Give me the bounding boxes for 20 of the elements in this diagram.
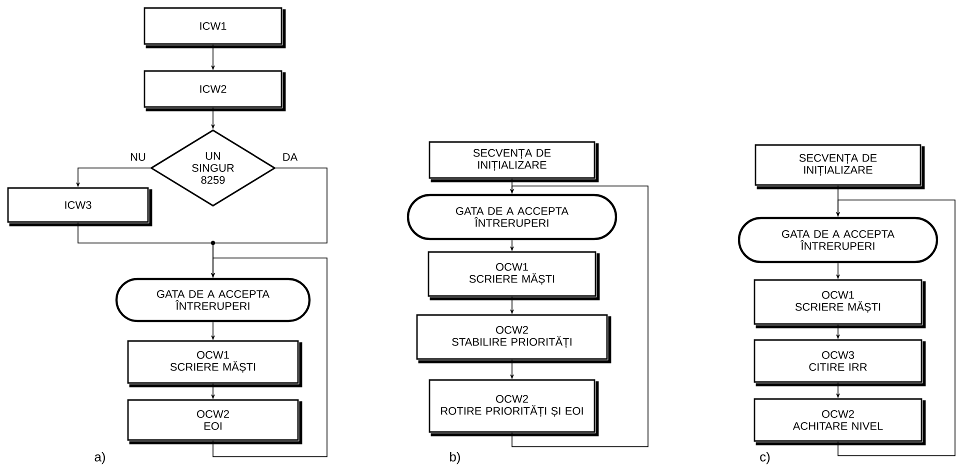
panel-label: a) — [94, 452, 105, 464]
terminal-box: GATA DE A ACCEPTA ÎNTRERUPERI — [406, 194, 618, 240]
process-box: OCW2 EOI — [127, 399, 302, 444]
process-box: ICW3 — [7, 187, 152, 226]
process-box: OCW1 SCRIERE MĂȘTI — [127, 340, 302, 388]
process-box: SECVENȚA DE INIȚIALIZARE — [754, 144, 925, 190]
process-box: OCW1 SCRIERE MĂȘTI — [754, 279, 926, 328]
process-box: OCW1 SCRIERE MĂȘTI — [428, 251, 600, 300]
process-box: OCW2 ACHITARE NIVEL — [754, 398, 926, 446]
process-box: OCW2 STABILIRE PRIORITĂȚI — [416, 314, 612, 364]
edge-label: DA — [281, 152, 299, 162]
terminal-box: GATA DE A ACCEPTA ÎNTRERUPERI — [738, 216, 938, 264]
edge-label: NU — [129, 152, 147, 162]
process-box: ICW1 — [144, 7, 286, 48]
terminal-box: GATA DE A ACCEPTA ÎNTRERUPERI — [115, 278, 311, 322]
panel-label: b) — [450, 452, 460, 464]
process-box: OCW3 CITIRE IRR — [754, 339, 926, 386]
process-box: OCW2 ROTIRE PRIORITĂȚI ȘI EOI — [428, 379, 599, 436]
process-box: SECVENȚA DE INIȚIALIZARE — [428, 141, 599, 182]
process-box: ICW2 — [144, 70, 286, 112]
